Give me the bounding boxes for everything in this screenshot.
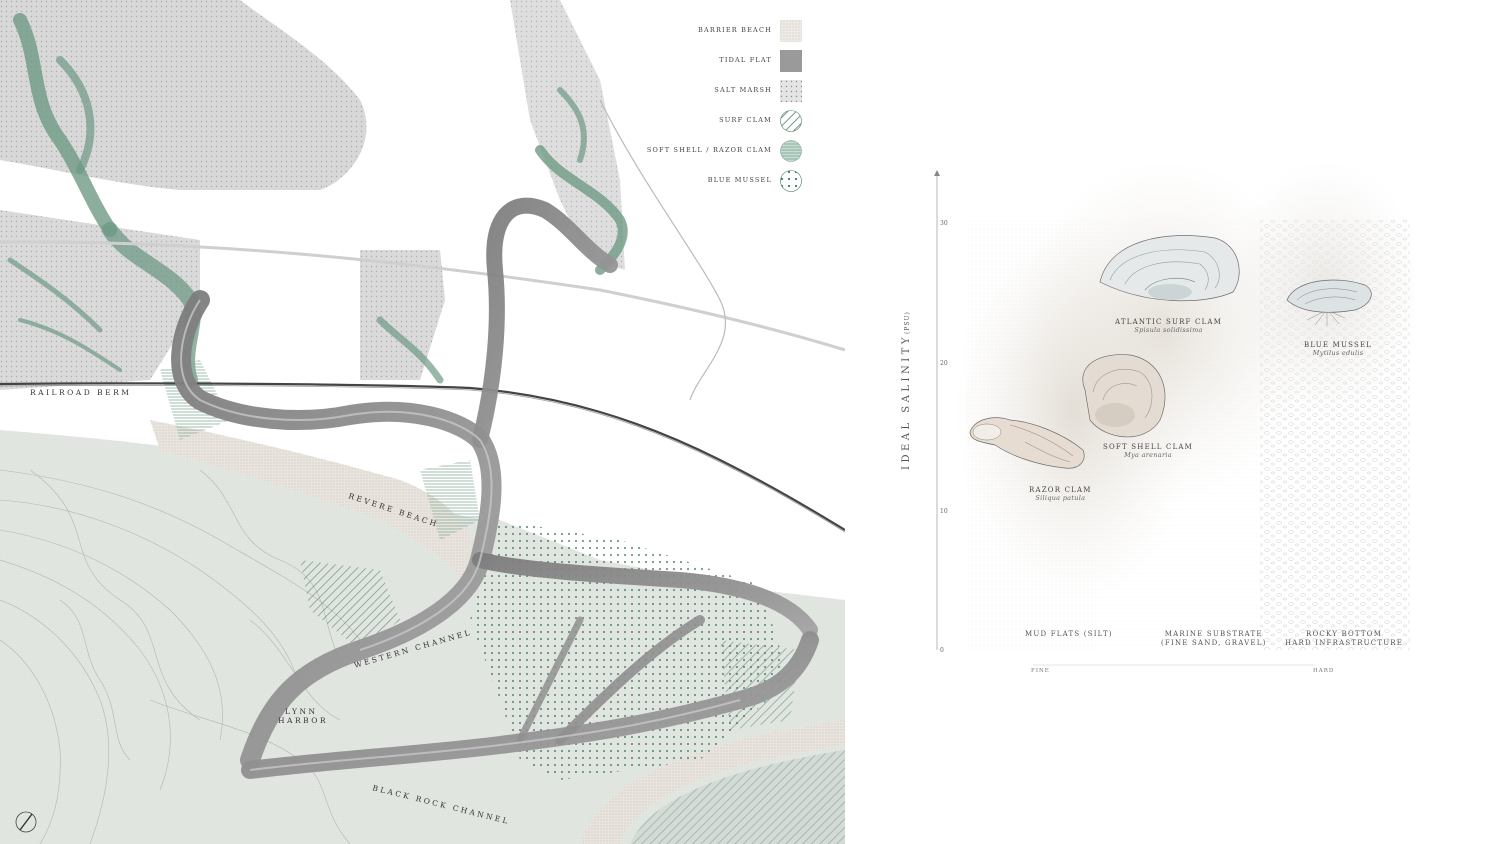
legend-label: TIDAL FLAT: [719, 56, 772, 64]
razor-clam-illustration: [969, 417, 1085, 469]
species-latin: Spisula solidissima: [1134, 326, 1203, 334]
x-axis-fine-label: FINE: [1031, 668, 1050, 674]
substrate-marine: MARINE SUBSTRATE (FINE SAND, GRAVEL): [1161, 630, 1267, 648]
north-arrow-icon: [15, 811, 37, 833]
species-name: SOFT SHELL CLAM: [1103, 443, 1194, 451]
blue-mussel-label: BLUE MUSSEL Mytilus edulis: [1304, 341, 1372, 357]
surf-clam-swatch: [780, 110, 802, 132]
soft-shell-clam-illustration: [1082, 354, 1166, 438]
legend-label: SOFT SHELL / RAZOR CLAM: [646, 146, 772, 154]
map-legend: BARRIER BEACH TIDAL FLAT SALT MARSH SURF…: [646, 18, 810, 198]
harbor-label: HARBOR: [278, 716, 328, 725]
legend-label: SALT MARSH: [714, 86, 772, 94]
estuary-map: RAILROAD BERM REVERE BEACH WESTERN CHANN…: [0, 0, 845, 844]
y-tick-20: 20: [940, 360, 948, 367]
substrate-rocky: ROCKY BOTTOM HARD INFRASTRUCTURE: [1285, 630, 1403, 648]
barrier-beach-swatch: [780, 20, 802, 42]
species-name: ATLANTIC SURF CLAM: [1115, 318, 1223, 326]
y-tick-30: 30: [940, 220, 948, 227]
legend-label: BARRIER BEACH: [698, 26, 772, 34]
species-latin: Siliqua patula: [1035, 494, 1086, 502]
surf-clam-zone: [300, 560, 400, 650]
species-latin: Mytilus edulis: [1312, 349, 1364, 357]
substrate-label: ROCKY BOTTOM: [1306, 630, 1383, 638]
railroad-line: [0, 382, 845, 531]
salt-marsh-swatch: [780, 80, 802, 102]
legend-item-soft-shell-razor-clam: SOFT SHELL / RAZOR CLAM: [646, 138, 810, 168]
legend-label: SURF CLAM: [719, 116, 772, 124]
blue-mussel-illustration: [1286, 279, 1372, 326]
substrate-sublabel: (FINE SAND, GRAVEL): [1161, 639, 1267, 647]
substrate-sublabel: HARD INFRASTRUCTURE: [1285, 639, 1404, 647]
map-canvas: RAILROAD BERM REVERE BEACH WESTERN CHANN…: [0, 0, 845, 844]
bathymetry-contours: [0, 469, 361, 844]
railroad-berm-label: RAILROAD BERM: [30, 388, 131, 397]
salinity-substrate-diagram: IDEAL SALINITY(PSU) 30 20 10 0 FINE HARD…: [901, 160, 1415, 680]
tidal-flat-swatch: [780, 50, 802, 72]
substrate-mud-flats: MUD FLATS (SILT): [1025, 630, 1113, 639]
atlantic-surf-clam-label: ATLANTIC SURF CLAM Spisula solidissima: [1115, 318, 1222, 334]
species-name: BLUE MUSSEL: [1304, 341, 1373, 349]
y-tick-10: 10: [940, 508, 948, 515]
soft-shell-razor-clam-swatch: [780, 140, 802, 162]
legend-item-surf-clam: SURF CLAM: [650, 108, 810, 138]
y-tick-0: 0: [940, 647, 944, 654]
soft-shell-clam-label: SOFT SHELL CLAM Mya arenaria: [1103, 443, 1193, 459]
legend-item-blue-mussel: BLUE MUSSEL: [650, 168, 810, 198]
diagram-canvas: [934, 160, 1415, 666]
legend-item-barrier-beach: BARRIER BEACH: [650, 18, 810, 48]
substrate-label: MUD FLATS (SILT): [1025, 630, 1113, 638]
lynn-label: LYNN: [285, 707, 318, 716]
x-axis-hard-label: HARD: [1313, 668, 1335, 674]
y-axis-label: IDEAL SALINITY(PSU): [901, 311, 912, 470]
y-axis-title: IDEAL SALINITY: [901, 334, 912, 470]
legend-label: BLUE MUSSEL: [707, 176, 772, 184]
substrate-label: MARINE SUBSTRATE: [1164, 630, 1263, 638]
species-latin: Mya arenaria: [1124, 451, 1172, 459]
species-name: RAZOR CLAM: [1029, 486, 1092, 494]
blue-mussel-swatch: [780, 170, 802, 192]
y-axis-unit: (PSU): [904, 311, 911, 335]
legend-item-salt-marsh: SALT MARSH: [650, 78, 810, 108]
legend-item-tidal-flat: TIDAL FLAT: [650, 48, 810, 78]
razor-clam-label: RAZOR CLAM Siliqua patula: [1029, 486, 1092, 502]
atlantic-surf-clam-illustration: [1099, 235, 1240, 302]
